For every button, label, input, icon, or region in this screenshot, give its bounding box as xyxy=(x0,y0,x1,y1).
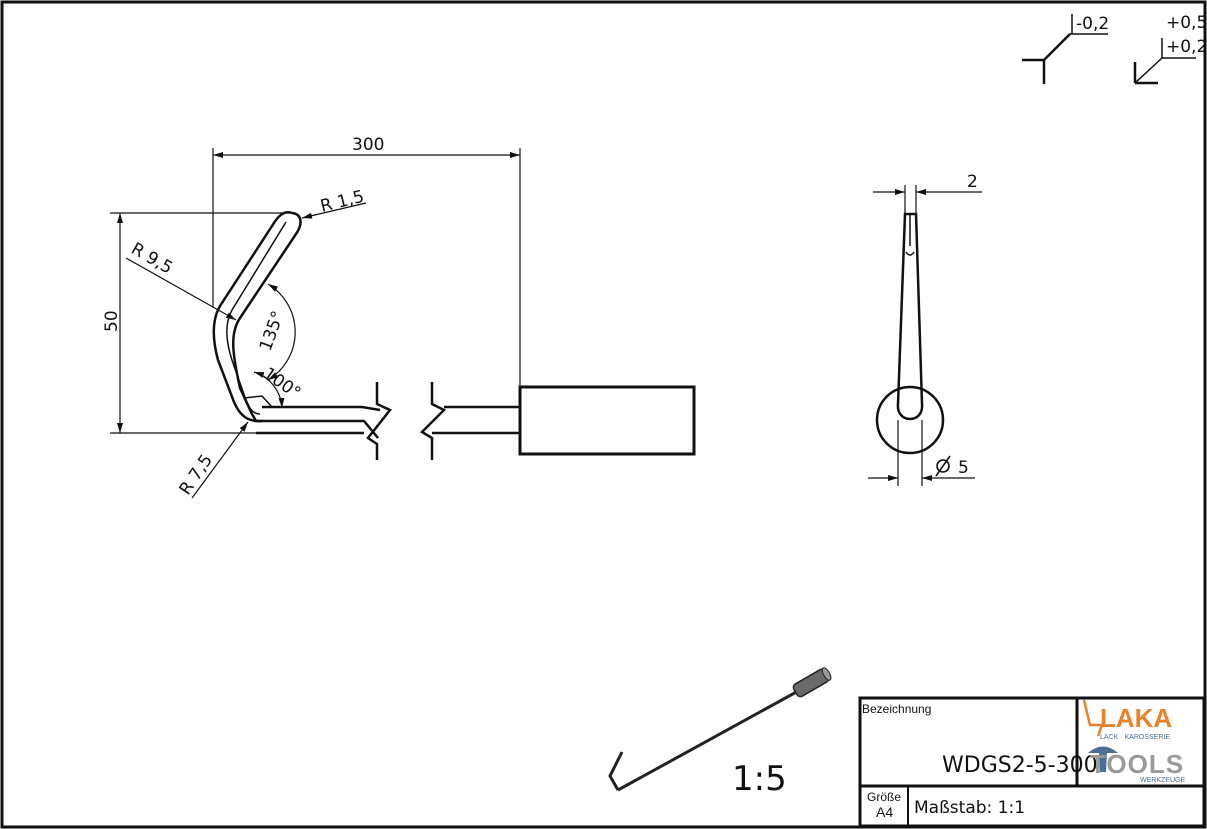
diameter-icon xyxy=(935,455,951,477)
dimension-bend-radius-outer xyxy=(125,257,237,321)
handle-end-circle xyxy=(875,385,945,455)
logo-top-sub: LACK · KAROSSERIE xyxy=(1100,734,1170,741)
chamfer-tolerance-upper: +0,5 xyxy=(1166,13,1207,33)
break-symbol-left xyxy=(366,382,392,460)
company-logo: LAKA LACK · KAROSSERIE TOOLS WERKZEUGE xyxy=(1082,699,1185,784)
dimension-thickness xyxy=(873,185,982,214)
iso-shaft xyxy=(617,688,801,792)
hook-outline-inner xyxy=(212,211,293,423)
title-block: Bezeichnung WDGS2-5-300 Größe A4 Maßstab… xyxy=(858,696,1206,828)
dimension-angle-lower xyxy=(253,371,285,409)
blade-side-tick xyxy=(905,251,915,256)
dimension-angle-lower-text: 100° xyxy=(259,364,304,404)
dimension-height-text: 50 xyxy=(102,310,122,332)
side-view: 2 5 xyxy=(868,172,982,486)
logo-top-text: LAKA xyxy=(1100,703,1172,733)
fillet-tolerance-text: -0,2 xyxy=(1076,14,1109,34)
iso-handle xyxy=(792,667,832,698)
iso-hook xyxy=(608,751,624,791)
dimension-height xyxy=(110,212,292,434)
logo-mushroom-icon xyxy=(1088,746,1118,772)
logo-bottom-sub: WERKZEUGE xyxy=(1140,777,1185,784)
iso-scale-label: 1:5 xyxy=(732,759,787,799)
dimension-bend-radius-inner xyxy=(191,421,249,499)
blade-side-profile xyxy=(896,212,924,421)
designation-label: Bezeichnung xyxy=(862,702,931,716)
part-number: WDGS2-5-300 xyxy=(942,753,1098,778)
size-label: Größe xyxy=(867,790,901,804)
chamfer-tolerance-lower: +0,2 xyxy=(1166,37,1207,57)
dimension-handle-diameter-text: 5 xyxy=(958,458,969,478)
size-value: A4 xyxy=(876,804,893,820)
scale-text: Maßstab: 1:1 xyxy=(914,798,1025,818)
fillet-tolerance-symbol xyxy=(1022,14,1108,84)
dimension-angle-upper-text: 135° xyxy=(256,308,289,353)
dimension-tip-radius xyxy=(301,202,367,219)
dimension-length xyxy=(212,148,521,387)
hook-inner-line-2 xyxy=(262,405,381,412)
isometric-view: 1:5 xyxy=(608,667,832,799)
dimension-handle-diameter xyxy=(868,420,975,486)
dimension-bend-radius-inner-text: R 7,5 xyxy=(176,451,217,499)
logo-bottom-text: TOOLS xyxy=(1090,749,1184,779)
dimension-angle-upper xyxy=(267,283,296,381)
dimension-thickness-text: 2 xyxy=(967,172,978,192)
logo-chair-icon xyxy=(1082,699,1104,737)
dimension-length-text: 300 xyxy=(352,135,384,155)
handle xyxy=(518,385,696,456)
break-symbol-right xyxy=(419,382,447,460)
tolerance-symbols: -0,2 +0,5 +0,2 xyxy=(1022,13,1207,85)
front-view: 300 50 R 1,5 R 9,5 R 7,5 135° xyxy=(102,135,696,499)
dimension-tip-radius-text: R 1,5 xyxy=(318,187,366,217)
hook-outline-outer xyxy=(232,211,379,439)
chamfer-tolerance-symbol xyxy=(1133,38,1196,85)
